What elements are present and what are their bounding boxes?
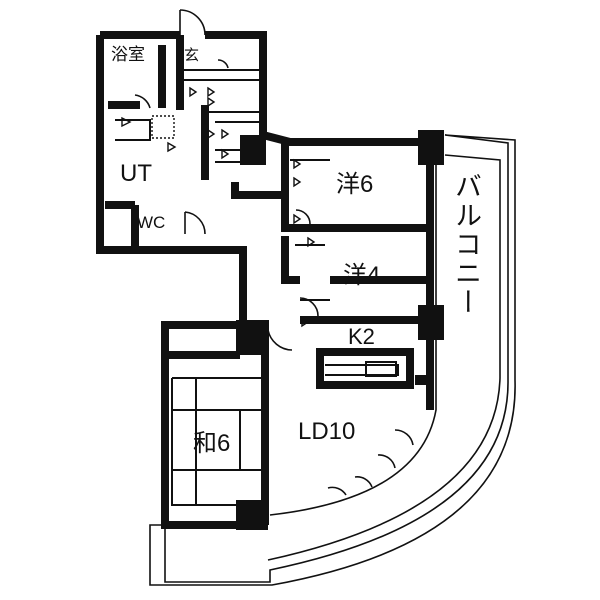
exterior-walls <box>96 31 435 529</box>
room-label-toilet: WC <box>137 213 166 232</box>
room-label-bath-1: 浴室 <box>111 45 145 64</box>
room-label-utility: UT <box>120 160 152 187</box>
area-label-balcony: バルコニー <box>451 172 481 317</box>
door-swings <box>134 9 414 496</box>
room-label-western-6: 洋6 <box>336 171 374 198</box>
washer-pan <box>151 115 175 139</box>
structural-columns <box>236 130 444 530</box>
room-label-japanese: 和6 <box>193 430 231 457</box>
room-label-kitchen: K2 <box>348 324 375 349</box>
balcony-outline <box>149 134 516 586</box>
room-label-western-4: 洋4 <box>343 262 381 289</box>
sliding-door-marks <box>121 86 316 328</box>
room-label-entrance: 玄 <box>184 47 200 64</box>
room-label-living: LD10 <box>298 418 356 445</box>
